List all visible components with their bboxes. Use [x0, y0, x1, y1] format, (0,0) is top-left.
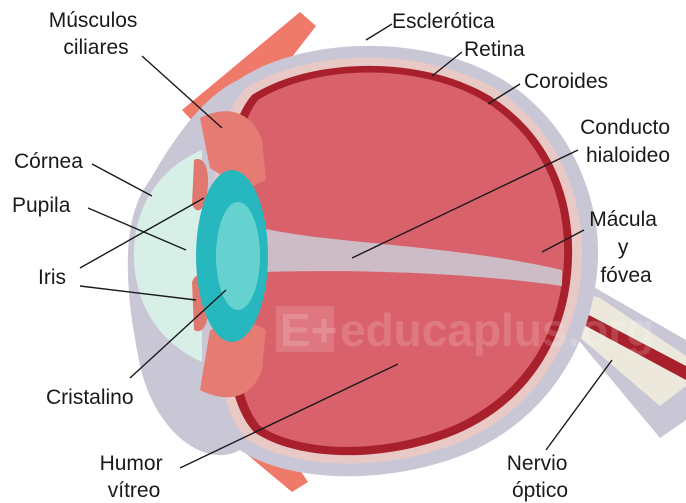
label-musculos-ciliares: Músculos ciliares: [49, 9, 144, 59]
label-coroides: Coroides: [524, 70, 608, 93]
label-retina: Retina: [464, 38, 525, 61]
leader-cornea: [92, 164, 152, 196]
label-humor-vitreo-line-1: Humor: [100, 452, 163, 475]
label-nervio-optico-line-2: óptico: [512, 479, 568, 502]
label-pupila: Pupila: [12, 194, 71, 217]
label-nervio-optico: Nervio óptico: [507, 452, 574, 502]
label-humor-vitreo: Humor vítreo: [100, 452, 169, 502]
label-musculos-ciliares-line-1: Músculos: [49, 9, 138, 32]
leader-esclerotica: [366, 24, 392, 40]
label-cristalino: Cristalino: [46, 386, 134, 409]
label-humor-vitreo-line-2: vítreo: [108, 479, 161, 502]
watermark-logo-mark: E+: [280, 304, 338, 356]
label-nervio-optico-line-1: Nervio: [507, 452, 568, 475]
label-iris: Iris: [38, 266, 66, 289]
label-conducto-hialoideo-line-2: hialoideo: [586, 144, 670, 167]
label-macula-fovea: Mácula y fóvea: [589, 208, 663, 287]
label-esclerotica: Esclerótica: [392, 10, 495, 33]
label-macula-fovea-line-1: Mácula: [589, 208, 657, 231]
label-macula-fovea-line-3: fóvea: [600, 264, 652, 287]
label-macula-fovea-line-2: y: [618, 236, 629, 259]
watermark-text: educaplus.org: [340, 304, 654, 356]
label-conducto-hialoideo-line-1: Conducto: [580, 116, 670, 139]
label-conducto-hialoideo: Conducto hialoideo: [580, 116, 676, 167]
label-musculos-ciliares-line-2: ciliares: [63, 36, 128, 59]
label-cornea: Córnea: [14, 150, 83, 173]
